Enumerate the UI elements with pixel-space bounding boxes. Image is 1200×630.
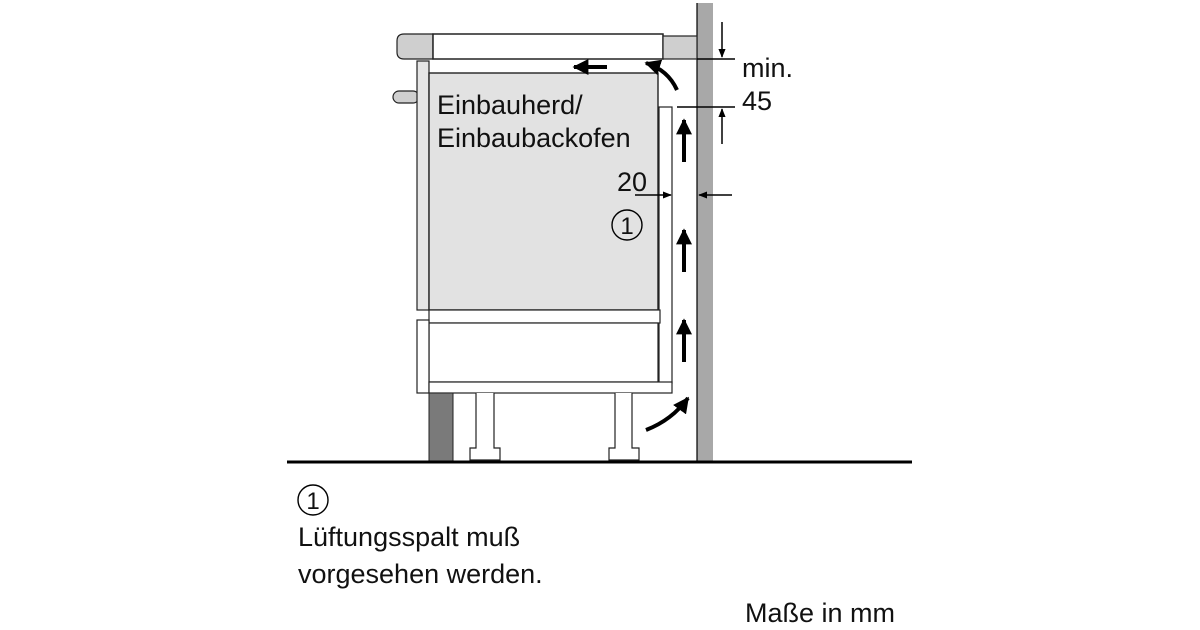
oven-handle bbox=[392, 90, 420, 104]
note-text: vorgesehen werden. bbox=[298, 559, 543, 589]
cabinet-base bbox=[428, 381, 673, 394]
callout-circle bbox=[611, 209, 643, 241]
appliance-label: Einbauherd/ bbox=[437, 90, 583, 120]
shelf-strip bbox=[428, 309, 661, 324]
curved-arrow-icon bbox=[645, 396, 690, 432]
cabinet-back-panel bbox=[658, 106, 673, 384]
drawer bbox=[428, 322, 659, 383]
cabinet-leg bbox=[608, 393, 640, 461]
hob bbox=[432, 33, 664, 60]
curved-arrow-icon bbox=[644, 59, 679, 91]
callout-marker: 1 bbox=[620, 213, 633, 240]
wall bbox=[697, 3, 713, 462]
units-note: Maße in mm bbox=[745, 598, 895, 628]
countertop-right bbox=[662, 35, 698, 60]
oven-door bbox=[416, 60, 430, 311]
dimension-label-20: 20 bbox=[617, 167, 647, 197]
note-marker: 1 bbox=[306, 488, 319, 515]
note-text: Lüftungsspalt muß bbox=[298, 522, 520, 552]
dimension-label-45: 45 bbox=[742, 86, 772, 116]
drawer-front bbox=[416, 319, 430, 394]
dimension-label-min: min. bbox=[742, 53, 793, 83]
appliance-label: Einbaubackofen bbox=[437, 123, 631, 153]
airflow-arrows bbox=[572, 59, 692, 432]
cabinet-leg bbox=[469, 393, 501, 461]
dimension-lines bbox=[635, 22, 735, 199]
plinth bbox=[428, 392, 454, 462]
note-circle bbox=[297, 484, 329, 516]
countertop-left bbox=[396, 33, 434, 60]
